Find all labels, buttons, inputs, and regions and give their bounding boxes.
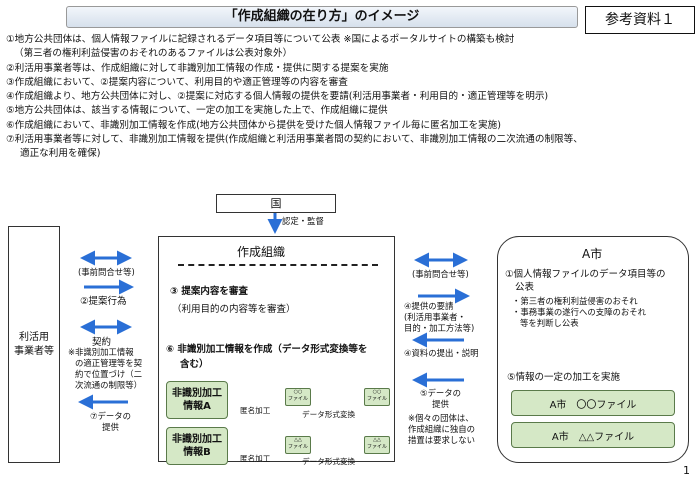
label-line: ⑦データの xyxy=(90,411,132,421)
label-line: (利活用事業者・ xyxy=(404,312,466,322)
step-line: ②利活用事業者等は、作成組織に対して非識別加工情報の作成・提供に関する提案を実施 xyxy=(6,62,389,74)
right-step4-label: ④提供の要請 (利活用事業者・ 目的・加工方法等) xyxy=(404,301,474,334)
city-bullets: ・第三者の権利利益侵害のおそれ ・事務事業の遂行への支障のおそれ 等を判断し公表 xyxy=(512,296,646,329)
kuni-box: 国 xyxy=(216,194,336,213)
anon-label-b: 匿名加工 xyxy=(240,454,271,463)
step-line: ⑥作成組織において、非識別加工情報を作成(地方公共団体から提供を受けた個人情報フ… xyxy=(6,119,502,131)
step-line: ①地方公共団体は、個人情報ファイルに記録されるデータ項目等について公表 ※国によ… xyxy=(6,34,515,45)
kuni-caption: 認定・監督 xyxy=(282,216,324,226)
sakusei-soshiki-box xyxy=(158,236,395,462)
title-line: ⑥ 非識別加工情報を作成（データ形式変換等を xyxy=(166,344,368,355)
step3-title: ③ 提案内容を審査 xyxy=(170,286,248,297)
note-line: ※個々の団体は、 xyxy=(408,413,474,423)
file-mark: △△ xyxy=(294,437,302,443)
product-line: 情報A xyxy=(183,401,211,412)
file-word: ファイル xyxy=(287,396,308,402)
reference-label: 参考資料１ xyxy=(585,6,695,34)
step-line: 適正な利用を確保) xyxy=(20,148,101,160)
city-title: A市 xyxy=(582,247,603,261)
label-line: 提供 xyxy=(102,422,119,432)
city-box xyxy=(497,236,689,463)
product-line: 非識別加工 xyxy=(172,388,222,399)
product-line: 情報B xyxy=(183,447,211,458)
product-a: 非識別加工 情報A xyxy=(166,381,228,419)
step-line: ③作成組織において、②提案内容について、利用目的や適正管理等の内容を審査 xyxy=(6,76,348,88)
riyou-line: 利活用 xyxy=(19,331,49,343)
step3-sub: （利用目的の内容等を審査） xyxy=(172,304,296,315)
file-mark: ○○ xyxy=(293,389,303,395)
city-file-aa: A市 △△ファイル xyxy=(511,422,675,448)
right-consult-label: (事前問合せ等) xyxy=(412,269,469,279)
text-line: ①個人情報ファイルのデータ項目等の xyxy=(505,269,666,280)
product-b: 非識別加工 情報B xyxy=(166,427,228,465)
right-note: ※個々の団体は、 作成組織に独自の 措置は要求しない xyxy=(408,413,475,446)
file-mark: △△ xyxy=(373,437,381,443)
note-line: 措置は要求しない xyxy=(408,435,475,445)
note-line: 約で位置づけ（二 xyxy=(75,369,142,379)
riyou-box: 利活用 事業者等 xyxy=(8,226,60,463)
label-line: ④提供の要請 xyxy=(404,301,454,311)
riyou-line: 事業者等 xyxy=(14,345,54,357)
file-word: ファイル xyxy=(366,444,387,450)
step-line: ⑤地方公共団体は、該当する情報について、一定の加工を実施した上で、作成組織に提供 xyxy=(6,105,388,117)
anon-label-a: 匿名加工 xyxy=(240,406,271,415)
page-title: 「作成組織の在り方」のイメージ xyxy=(66,6,578,28)
step-line: ④作成組織より、地方公共団体に対し、②提案に対応する個人情報の提供を要請(利活用… xyxy=(6,91,549,103)
steps-list: ①地方公共団体は、個人情報ファイルに記録されるデータ項目等について公表 ※国によ… xyxy=(6,33,696,162)
note-line: 次流通の制限等） xyxy=(75,380,142,390)
left-step7-label: ⑦データの 提供 xyxy=(90,411,131,433)
page-number: 1 xyxy=(683,464,690,477)
file-word: ファイル xyxy=(366,396,387,402)
dashed-divider xyxy=(178,264,378,266)
title-line: 含む） xyxy=(180,359,209,370)
bullet-line: ・事務事業の遂行への支障のおそれ xyxy=(512,307,646,317)
bullet-line: ・第三者の権利利益侵害のおそれ xyxy=(512,296,638,306)
step-line: ⑦利活用事業者等に対して、非識別加工情報を提供(作成組織と利活用事業者間の契約に… xyxy=(6,134,583,146)
label-line: 目的・加工方法等) xyxy=(404,323,475,333)
right-step4b-label: ④資料の提出・説明 xyxy=(404,348,479,358)
label-line: 提供 xyxy=(432,399,449,409)
city-file-oo: A市 〇〇ファイル xyxy=(511,390,675,416)
convert-label-b: データ形式変換 xyxy=(302,457,356,466)
note-line: ※非識別加工情報 xyxy=(68,347,134,357)
file-icon: ○○ ファイル xyxy=(285,388,311,406)
file-icon: △△ ファイル xyxy=(285,436,311,454)
file-mark: ○○ xyxy=(372,389,382,395)
file-word: ファイル xyxy=(287,444,308,450)
right-step5-label: ⑤データの 提供 xyxy=(420,388,461,410)
label-line: ⑤データの xyxy=(420,388,462,398)
file-icon: △△ ファイル xyxy=(364,436,390,454)
bullet-line: 等を判断し公表 xyxy=(520,318,579,328)
text-line: 公表 xyxy=(515,282,535,293)
left-contract-label: 契約 xyxy=(92,337,112,348)
product-line: 非識別加工 xyxy=(172,434,222,445)
city-step5: ⑤情報の一定の加工を実施 xyxy=(507,372,621,383)
left-consult-label: (事前問合せ等) xyxy=(78,267,135,277)
left-contract-note: ※非識別加工情報 の適正管理等を契 約で位置づけ（二 次流通の制限等） xyxy=(68,347,142,391)
main-title: 作成組織 xyxy=(237,245,286,259)
step-line: （第三者の権利利益侵害のおそれのあるファイルは公表対象外） xyxy=(14,48,293,60)
step6-title: ⑥ 非識別加工情報を作成（データ形式変換等を 含む） xyxy=(166,342,367,372)
note-line: の適正管理等を契 xyxy=(75,358,142,368)
city-step1: ①個人情報ファイルのデータ項目等の 公表 xyxy=(505,268,666,294)
convert-label-a: データ形式変換 xyxy=(302,410,356,419)
file-icon: ○○ ファイル xyxy=(364,388,390,406)
left-step2-label: ②提案行為 xyxy=(80,296,127,307)
note-line: 作成組織に独自の xyxy=(408,424,475,434)
